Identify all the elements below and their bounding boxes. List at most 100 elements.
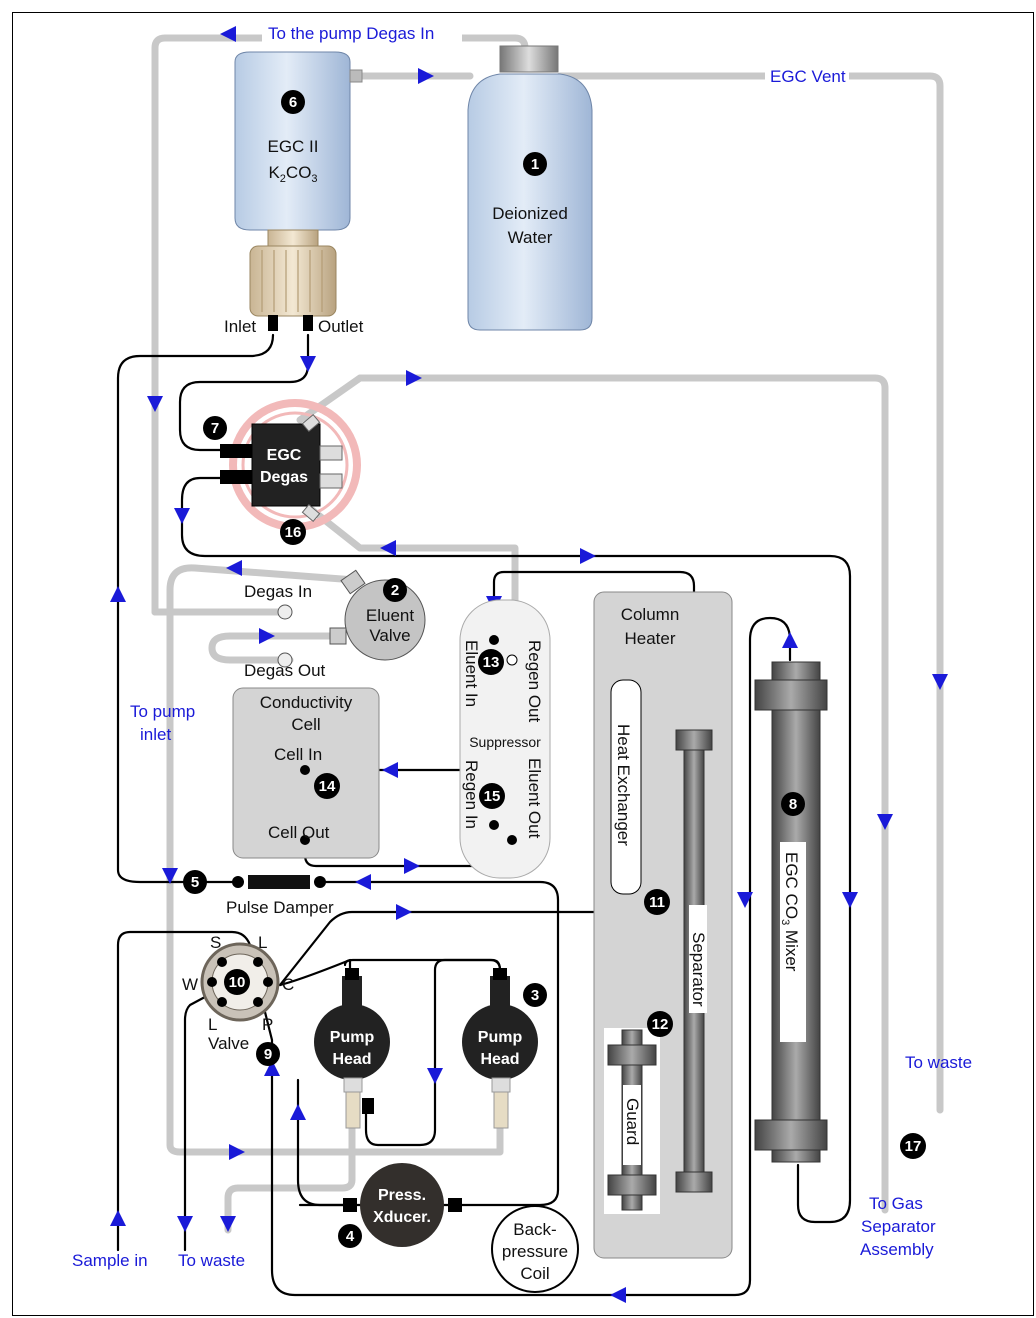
to-waste-right-label: To waste — [905, 1053, 972, 1072]
sample-in-label: Sample in — [72, 1251, 148, 1270]
egc-vent-label: EGC Vent — [770, 67, 846, 86]
gas-sep-line2: Separator — [861, 1217, 936, 1236]
svg-text:8: 8 — [789, 796, 797, 813]
regen-in-label: Regen In — [462, 760, 481, 829]
mixer-label: EGC CO3 Mixer — [779, 852, 801, 972]
port-p: P — [262, 1015, 273, 1034]
conductivity-label-line2: Cell — [291, 715, 320, 734]
badge-3: 3 — [523, 983, 547, 1007]
to-pump-inlet-line2: inlet — [140, 725, 171, 744]
pump-right-label-line2: Head — [480, 1051, 519, 1068]
column-heater-label-line2: Heater — [624, 629, 675, 648]
heat-exchanger-label: Heat Exchanger — [614, 724, 633, 846]
cell-out-label: Cell Out — [268, 823, 330, 842]
badge-9: 9 — [256, 1042, 280, 1066]
badge-12: 12 — [647, 1011, 673, 1037]
badge-10: 10 — [224, 969, 250, 995]
gas-sep-line3: Assembly — [860, 1240, 934, 1259]
pressure-label-line1: Press. — [378, 1187, 426, 1204]
badge-6: 6 — [281, 90, 305, 114]
water-label-line1: Deionized — [492, 204, 568, 223]
backpressure-label-line1: Back- — [513, 1220, 556, 1239]
egc-degas-label-line1: EGC — [267, 447, 302, 464]
suppressor: Suppressor Eluent In Regen Out Eluent Ou… — [459, 599, 551, 879]
backpressure-label-line2: pressure — [502, 1242, 568, 1261]
svg-text:7: 7 — [211, 420, 219, 437]
badge-17: 17 — [900, 1133, 926, 1159]
svg-text:5: 5 — [191, 874, 199, 891]
svg-text:6: 6 — [289, 94, 297, 111]
column-heater: Column Heater Heat Exchanger Separator G… — [593, 591, 733, 1259]
badge-15: 15 — [479, 783, 505, 809]
egc-label-line2: K2CO3 — [268, 163, 317, 185]
gray-tubing — [151, 34, 944, 1234]
to-pump-inlet-line1: To pump — [130, 702, 195, 721]
pump-head-right: Pump Head — [462, 968, 538, 1129]
degas-out-label: Degas Out — [244, 661, 326, 680]
eluent-valve-label-line1: Eluent — [366, 606, 414, 625]
to-waste-label: To waste — [178, 1251, 245, 1270]
badge-11: 11 — [644, 889, 670, 915]
badge-5: 5 — [183, 870, 207, 894]
column-heater-label-line1: Column — [621, 605, 680, 624]
port-s: S — [210, 933, 221, 952]
svg-text:11: 11 — [649, 894, 665, 911]
cell-in-label: Cell In — [274, 745, 322, 764]
backpressure-label-line3: Coil — [520, 1264, 549, 1283]
badge-8: 8 — [781, 792, 805, 816]
suppressor-label: Suppressor — [469, 734, 541, 750]
pressure-label-line2: Xducer. — [373, 1209, 431, 1226]
svg-text:14: 14 — [319, 778, 336, 795]
pressure-transducer: Press. Xducer. — [343, 1163, 462, 1247]
badge-7: 7 — [203, 416, 227, 440]
badge-13: 13 — [478, 649, 504, 675]
conductivity-cell: Conductivity Cell Cell In Cell Out — [232, 687, 380, 859]
water-label-line2: Water — [508, 228, 553, 247]
svg-text:16: 16 — [285, 524, 302, 541]
port-c: C — [282, 975, 294, 994]
svg-text:9: 9 — [264, 1046, 272, 1063]
svg-text:2: 2 — [391, 582, 399, 599]
valve-label: Valve — [208, 1034, 249, 1053]
badge-14: 14 — [314, 773, 340, 799]
guard-label: Guard — [623, 1098, 642, 1145]
egc-degas-label-line2: Degas — [260, 469, 308, 486]
pulse-damper-label: Pulse Damper — [226, 898, 334, 917]
pump-head-left: Pump Head — [314, 968, 390, 1129]
pump-right-label-line1: Pump — [478, 1029, 523, 1046]
svg-text:12: 12 — [652, 1016, 669, 1033]
egc-label-line1: EGC II — [267, 137, 318, 156]
water-bottle: Deionized Water — [467, 45, 593, 331]
port-l-top: L — [258, 933, 267, 952]
flow-labels: To the pump Degas In EGC Vent To pump in… — [72, 22, 972, 1270]
port-w: W — [182, 975, 198, 994]
eluent-valve: Eluent Valve Degas In Degas Out — [244, 569, 426, 680]
eluent-out-label: Eluent Out — [525, 758, 544, 839]
svg-text:3: 3 — [531, 987, 539, 1004]
conductivity-label-line1: Conductivity — [260, 693, 353, 712]
backpressure-coil: Back- pressure Coil — [491, 1205, 579, 1293]
badge-4: 4 — [338, 1224, 362, 1248]
badge-2: 2 — [383, 578, 407, 602]
to-pump-degas-in-label: To the pump Degas In — [268, 24, 434, 43]
egc-mixer: EGC CO3 Mixer — [754, 661, 828, 1163]
eluent-in-label: Eluent In — [462, 640, 481, 707]
separator-label: Separator — [689, 932, 708, 1007]
pump-left-label-line2: Head — [332, 1051, 371, 1068]
svg-text:10: 10 — [229, 974, 246, 991]
gas-sep-line1: To Gas — [869, 1194, 923, 1213]
port-l-bottom: L — [208, 1015, 217, 1034]
degas-in-label: Degas In — [244, 582, 312, 601]
svg-text:15: 15 — [484, 788, 501, 805]
badge-16: 16 — [280, 519, 306, 545]
diagram-frame — [12, 12, 1034, 1316]
badge-1: 1 — [523, 152, 547, 176]
svg-text:17: 17 — [905, 1138, 922, 1155]
svg-text:13: 13 — [483, 654, 500, 671]
pump-left-label-line1: Pump — [330, 1029, 375, 1046]
egc-cartridge: EGC II K2CO3 Inlet Outlet — [224, 51, 364, 336]
pulse-damper: Pulse Damper — [226, 875, 334, 917]
svg-text:1: 1 — [531, 156, 539, 173]
callout-badges: 1 2 3 4 5 6 7 8 9 10 11 12 13 14 15 16 1… — [183, 90, 926, 1248]
